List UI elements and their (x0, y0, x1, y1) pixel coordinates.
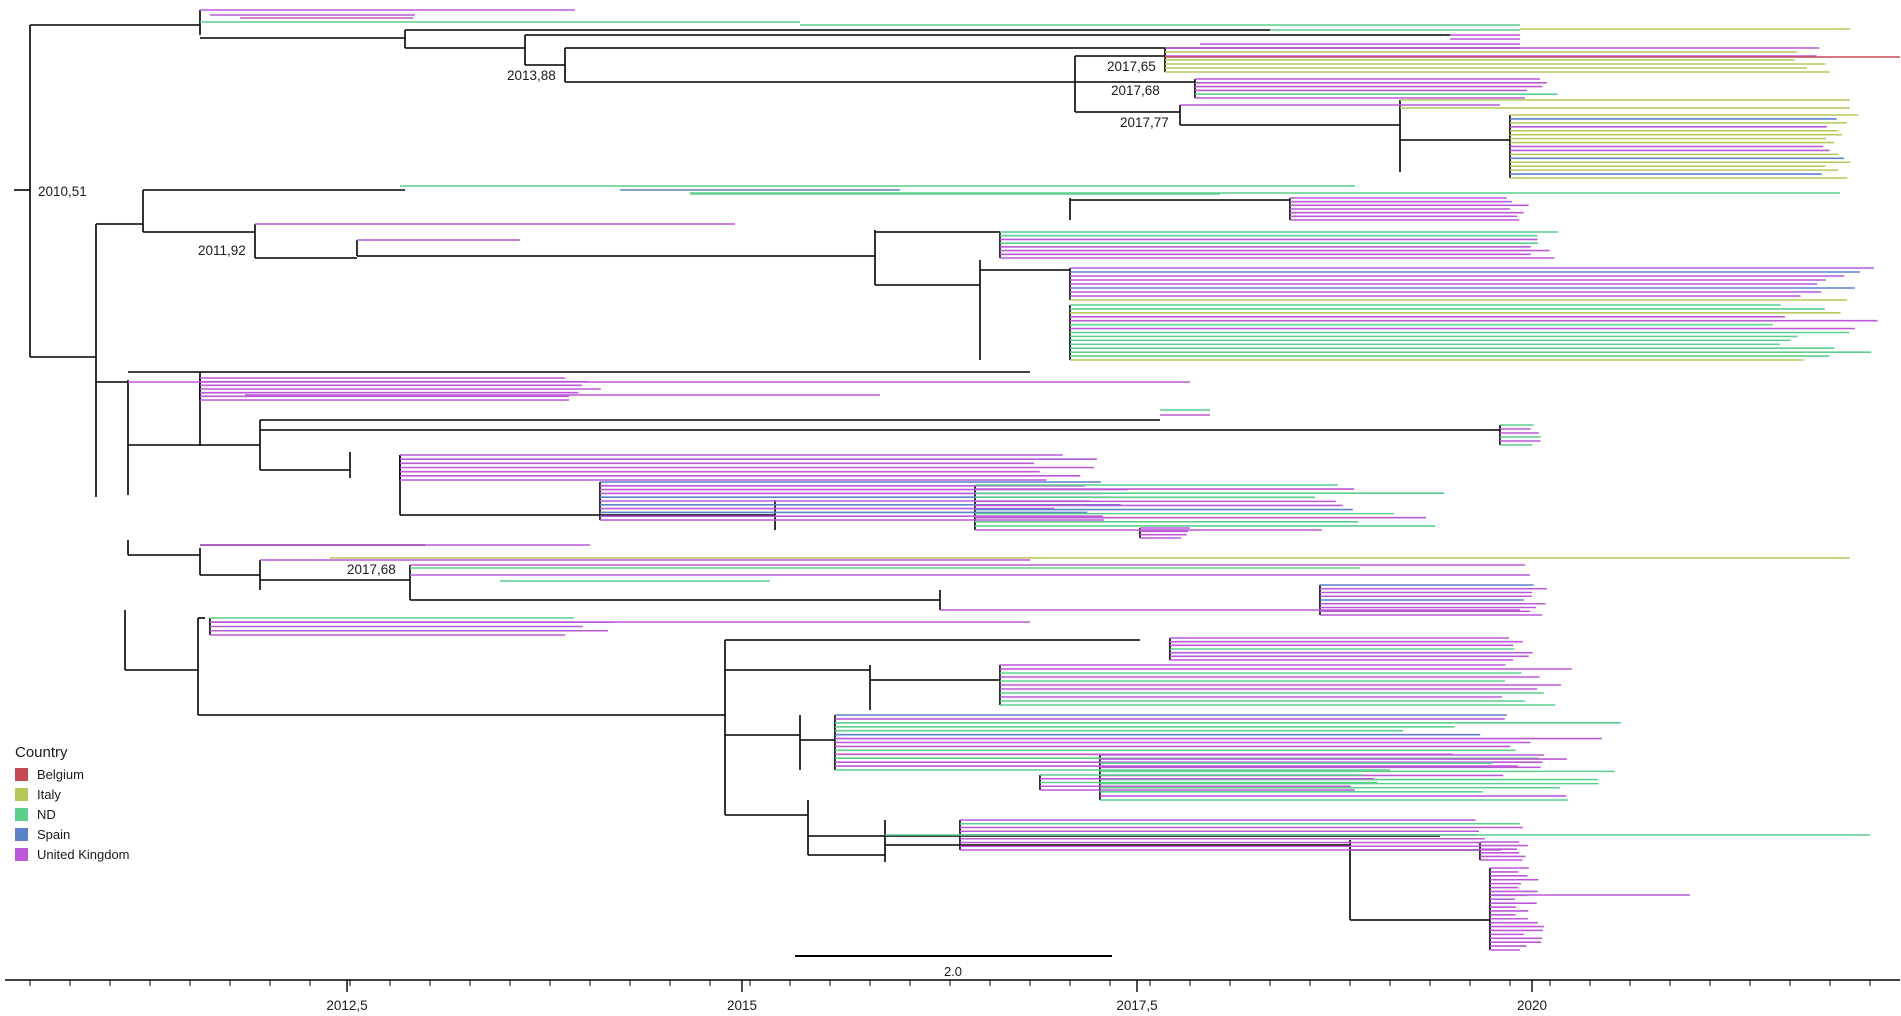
legend-label-belgium: Belgium (37, 766, 84, 782)
time-axis-ticks (29, 980, 1871, 992)
legend-item-nd: ND (15, 804, 130, 824)
legend-item-belgium: Belgium (15, 764, 130, 784)
axis-tick-label-2012-5: 2012,5 (326, 998, 367, 1013)
legend-label-spain: Spain (37, 826, 71, 842)
node-label-2017-77: 2017,77 (1120, 115, 1169, 130)
country-legend: Country Belgium Italy ND Spain United Ki… (15, 744, 130, 864)
node-label-2011: 2011,92 (198, 243, 246, 258)
node-label-2017-68: 2017,68 (1111, 83, 1160, 98)
axis-tick-label-2017-5: 2017,5 (1116, 998, 1157, 1013)
scale-bar-label: 2.0 (944, 964, 962, 979)
node-label-2017-68b: 2017,68 (347, 562, 396, 577)
legend-item-uk: United Kingdom (15, 844, 130, 864)
node-label-2017-65: 2017,65 (1107, 59, 1156, 74)
legend-swatch-uk (15, 847, 28, 861)
legend-item-spain: Spain (15, 824, 130, 844)
axis-tick-label-2015: 2015 (727, 998, 757, 1013)
legend-swatch-spain (15, 827, 28, 841)
legend-swatch-italy (15, 787, 28, 801)
legend-item-italy: Italy (15, 784, 130, 804)
tree-branches (14, 10, 1520, 950)
legend-swatch-nd (15, 807, 28, 821)
axis-tick-label-2020: 2020 (1517, 998, 1547, 1013)
legend-label-nd: ND (37, 806, 56, 822)
legend-label-uk: United Kingdom (37, 846, 130, 862)
legend-label-italy: Italy (37, 786, 61, 802)
tree-tips (128, 9, 1900, 951)
node-label-2013: 2013,88 (507, 68, 556, 83)
legend-swatch-belgium (15, 767, 28, 781)
legend-title: Country (15, 744, 68, 761)
node-label-root: 2010,51 (38, 184, 87, 199)
